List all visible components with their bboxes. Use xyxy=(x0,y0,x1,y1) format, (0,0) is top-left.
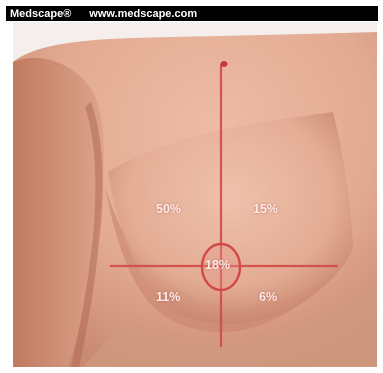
label-upper-inner: 15% xyxy=(253,202,278,216)
nipple-mark xyxy=(221,61,228,67)
site-url: www.medscape.com xyxy=(89,8,197,20)
anatomical-photo: 50% 15% 18% 11% 6% xyxy=(13,22,377,367)
label-upper-outer: 50% xyxy=(156,202,181,216)
label-lower-outer: 11% xyxy=(156,290,180,304)
photo-illustration xyxy=(13,22,377,367)
label-lower-inner: 6% xyxy=(259,290,277,304)
header-bar: Medscape® www.medscape.com xyxy=(6,6,378,21)
label-central: 18% xyxy=(205,258,230,272)
brand-name: Medscape® xyxy=(10,8,71,20)
